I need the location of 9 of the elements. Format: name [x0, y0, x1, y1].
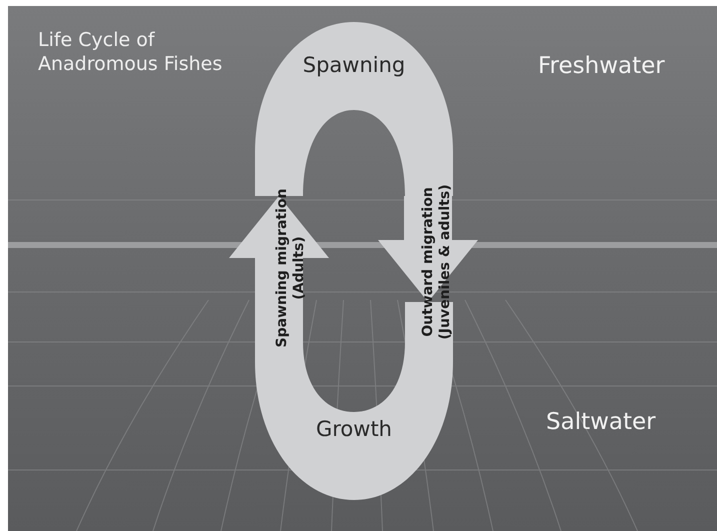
zone-label: Saltwater [546, 408, 656, 436]
zone-label: Freshwater [538, 52, 665, 80]
cycle-arrow [229, 196, 329, 302]
edge-label: Outward migration (Juveniles & adults) [420, 183, 454, 342]
diagram-title: Life Cycle of Anadromous Fishes [38, 28, 224, 76]
stage-label: Growth [314, 416, 393, 442]
stage-label: Spawning [302, 52, 406, 78]
edge-label: Spawning migration (Adults) [274, 188, 308, 350]
cycle-arrow [378, 196, 478, 302]
